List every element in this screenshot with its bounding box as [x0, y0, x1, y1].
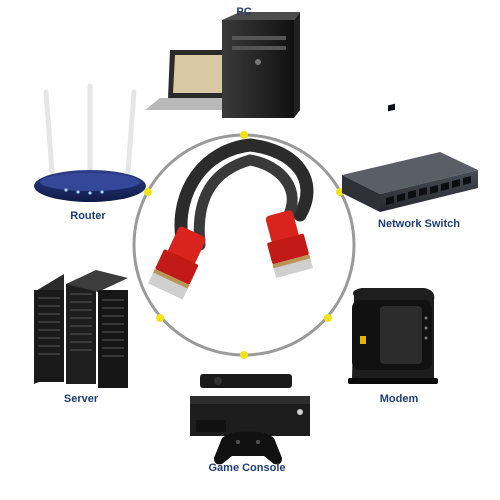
ring-dot-lower-left: [156, 314, 164, 322]
game-console-label: Game Console: [208, 462, 285, 474]
network-switch-icon: [342, 103, 478, 212]
modem-icon: [348, 288, 438, 384]
server-rack-icon: [34, 270, 128, 388]
ring-dot-top: [240, 131, 248, 139]
connection-ring: [132, 133, 356, 357]
game-console-icon: [190, 374, 310, 465]
modem-label: Modem: [380, 393, 419, 405]
pc-label: PC: [236, 6, 251, 18]
ring-dot-upper-left: [144, 188, 152, 196]
ring-dot-bottom: [240, 351, 248, 359]
network-switch-label: Network Switch: [378, 218, 460, 230]
ring-dot-lower-right: [324, 314, 332, 322]
router-label: Router: [70, 210, 106, 222]
server-label: Server: [64, 393, 99, 405]
ring-dots: [144, 131, 344, 359]
desktop-pc-icon: [145, 12, 300, 118]
router-icon: [34, 83, 146, 202]
ethernet-cable-icon: [148, 138, 314, 300]
